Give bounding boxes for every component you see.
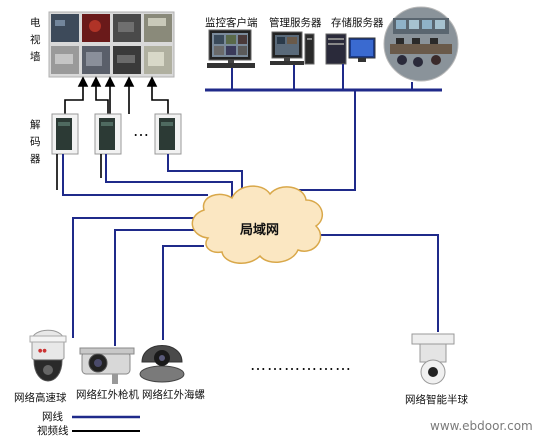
speed-dome-camera-icon: ●● — [29, 329, 67, 382]
video-wall-label-2: 视 — [30, 33, 41, 46]
storage-server-label: 存储服务器 — [331, 16, 384, 29]
video-wall-screens — [51, 14, 172, 74]
lan-label: 局域网 — [240, 222, 279, 238]
legend: 网线 视频线 — [37, 410, 140, 437]
decoder-to-wall-arrows — [64, 76, 169, 114]
video-wall-label-3: 墙 — [30, 50, 41, 63]
decoders: 解 码 器 … — [30, 113, 182, 165]
video-wall: 电 视 墙 — [30, 11, 175, 78]
svg-text:●●: ●● — [38, 348, 47, 354]
video-lines — [56, 154, 102, 190]
decoder-box-icon — [94, 113, 122, 155]
decoder-label-1: 解 — [30, 118, 41, 131]
decoder-box-icon — [51, 113, 79, 155]
decoder-ellipsis: … — [133, 121, 150, 140]
management-server-icon — [270, 31, 315, 65]
speed-dome-label: 网络高速球 — [14, 391, 67, 404]
ir-bullet-camera-icon — [79, 347, 135, 384]
smart-ptz-camera-icon — [411, 333, 455, 385]
camera-ellipsis: ……………… — [250, 355, 352, 374]
ir-dome-label: 网络红外海螺 — [142, 388, 205, 401]
management-server-label: 管理服务器 — [269, 16, 322, 29]
legend-network-label: 网线 — [42, 410, 63, 423]
smart-ptz-label: 网络智能半球 — [405, 393, 468, 406]
ir-bullet-label: 网络红外枪机 — [76, 388, 139, 401]
decoder-label-2: 码 — [30, 136, 41, 148]
monitor-client-icon — [207, 29, 255, 68]
ir-dome-camera-icon — [139, 345, 185, 383]
watermark: www.ebdoor.com — [430, 419, 533, 433]
video-wall-label-1: 电 — [30, 16, 41, 29]
lan-cloud: 局域网 — [191, 185, 324, 264]
servers: 监控客户端 管理服务器 存储服务器 — [205, 6, 459, 92]
decoder-label-3: 器 — [30, 153, 41, 165]
storage-server-icon — [325, 33, 376, 65]
legend-video-label: 视频线 — [37, 424, 69, 437]
cameras: ●● 网络高速球 网络红外枪机 网络红外海螺 ……………… 网络智能半球 — [14, 329, 468, 406]
monitor-client-label: 监控客户端 — [205, 16, 258, 29]
decoder-box-icon — [154, 113, 182, 155]
monitoring-center-photo — [383, 6, 459, 82]
